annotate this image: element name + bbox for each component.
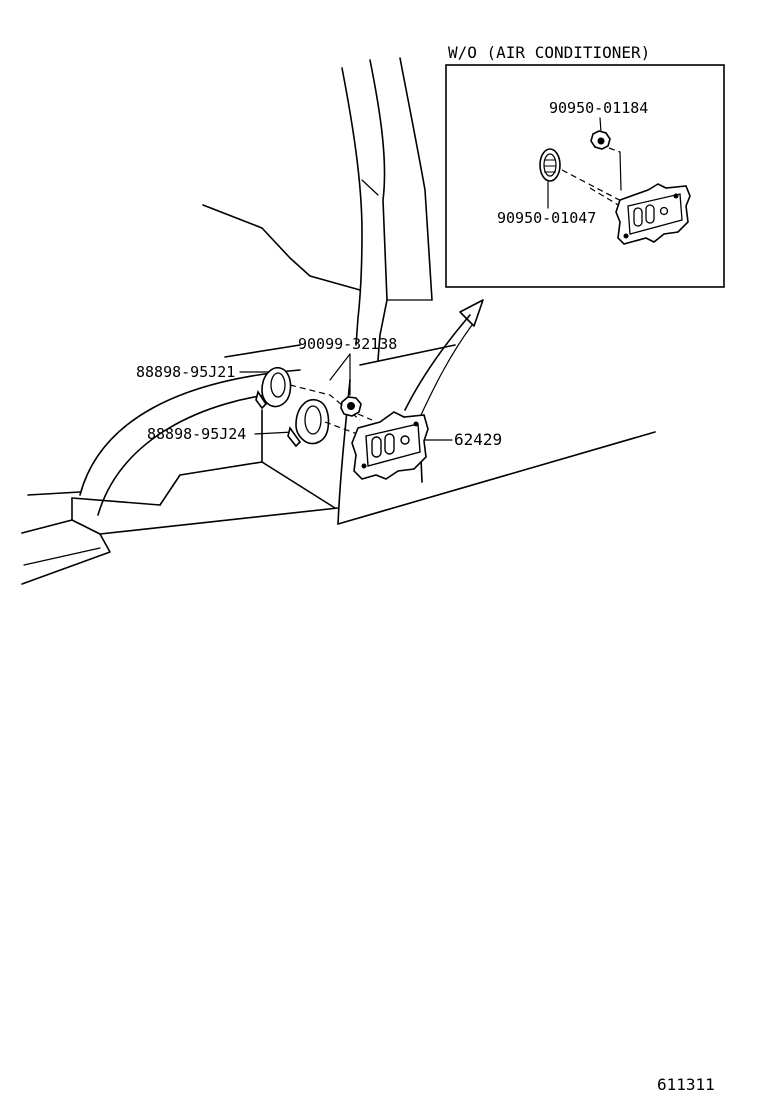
- inset-frame: [445, 64, 725, 288]
- plate-62429: [351, 411, 429, 480]
- label-88898-95J24: 88898-95J24: [147, 425, 246, 443]
- vehicle-body-outline: [21, 57, 656, 585]
- inset-caption: W/O (AIR CONDITIONER): [448, 43, 650, 62]
- leader-90950-01184: [599, 117, 602, 133]
- label-90099-32138: 90099-32138: [298, 335, 397, 353]
- grommet-lower: [287, 399, 330, 448]
- label-90950-01184: 90950-01184: [549, 99, 648, 117]
- label-62429: 62429: [454, 430, 502, 449]
- inset-grommet: [539, 148, 561, 182]
- inset-nut: [590, 130, 611, 150]
- inset-panel: W/O (AIR CONDITIONER) 90950-01184 90950-…: [445, 43, 725, 288]
- inset-bracket: [615, 183, 691, 245]
- label-90950-01047: 90950-01047: [497, 209, 596, 227]
- figure-number: 611311: [657, 1075, 715, 1094]
- label-88898-95J21: 88898-95J21: [136, 363, 235, 381]
- grommet-upper: [255, 366, 292, 410]
- screw-nut: [340, 396, 362, 417]
